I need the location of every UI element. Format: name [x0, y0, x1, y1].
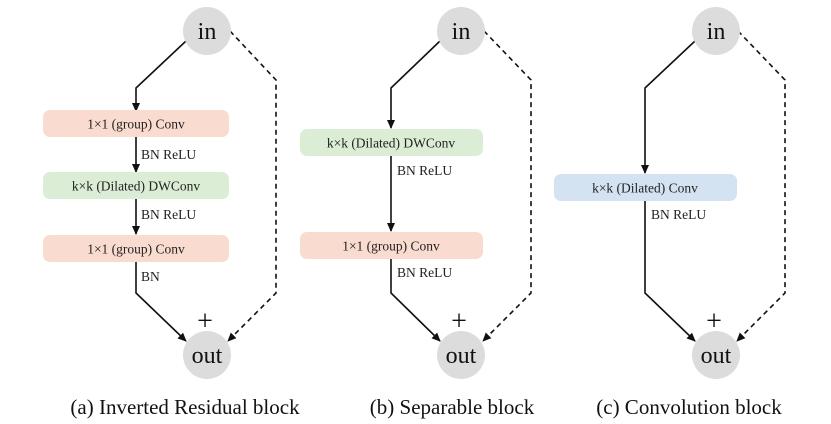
- layer-pointwise-conv-block: [43, 110, 229, 137]
- layer-standard-conv-block: [554, 174, 737, 201]
- post-op-label: BN ReLU: [141, 207, 196, 222]
- layer-pointwise-conv-label: 1×1 (group) Conv: [87, 117, 185, 132]
- output-node: [183, 331, 231, 379]
- edge-in-to-layer-1: [132, 40, 187, 112]
- panel-caption: (c) Convolution block: [596, 395, 782, 419]
- panel-convolution: k×k (Dilated) Conv BN ReLU in out + (c) …: [554, 7, 786, 419]
- input-node: [437, 7, 485, 55]
- edge-layer-3-to-out: [135, 262, 187, 342]
- output-node-label: out: [701, 343, 732, 369]
- input-node: [692, 7, 740, 55]
- panel-inverted-residual: 1×1 (group) Conv k×k (Dilated) DWConv 1×…: [43, 7, 300, 419]
- skip-connection: [227, 30, 277, 342]
- sum-symbol: +: [706, 306, 722, 337]
- panel-caption: (b) Separable block: [370, 395, 535, 419]
- input-node: [183, 7, 231, 55]
- layer-depthwise-conv-block: [43, 172, 229, 199]
- post-op-label: BN ReLU: [141, 147, 196, 162]
- layer-pointwise-conv-block: [43, 235, 229, 262]
- layer-pointwise-conv-label: 1×1 (group) Conv: [342, 239, 440, 254]
- output-node-label: out: [192, 343, 223, 369]
- layer-standard-conv-label: k×k (Dilated) Conv: [592, 181, 698, 196]
- output-node: [437, 331, 485, 379]
- panel-caption: (a) Inverted Residual block: [70, 395, 300, 419]
- layer-depthwise-conv-label: k×k (Dilated) DWConv: [327, 136, 456, 151]
- sum-symbol: +: [197, 306, 213, 337]
- post-op-label: BN: [141, 269, 160, 284]
- layer-pointwise-conv-label: 1×1 (group) Conv: [87, 242, 185, 257]
- skip-connection: [736, 30, 786, 342]
- output-node-label: out: [446, 343, 477, 369]
- layer-pointwise-conv-block: [300, 232, 483, 259]
- input-node-label: in: [452, 19, 471, 45]
- edge-in-to-layer-1: [641, 40, 696, 174]
- input-node-label: in: [707, 19, 726, 45]
- input-node-label: in: [198, 19, 217, 45]
- skip-connection: [482, 30, 532, 342]
- layer-depthwise-conv-label: k×k (Dilated) DWConv: [72, 179, 201, 194]
- panel-separable: k×k (Dilated) DWConv 1×1 (group) Conv BN…: [300, 7, 535, 419]
- output-node: [692, 331, 740, 379]
- edge-layer-2-to-out: [390, 259, 441, 342]
- edge-in-to-layer-1: [387, 40, 441, 129]
- post-op-label: BN ReLU: [397, 265, 452, 280]
- sum-symbol: +: [451, 306, 467, 337]
- post-op-label: BN ReLU: [651, 207, 706, 222]
- edge-layer-1-to-out: [644, 201, 696, 342]
- post-op-label: BN ReLU: [397, 163, 452, 178]
- layer-depthwise-conv-block: [300, 129, 483, 156]
